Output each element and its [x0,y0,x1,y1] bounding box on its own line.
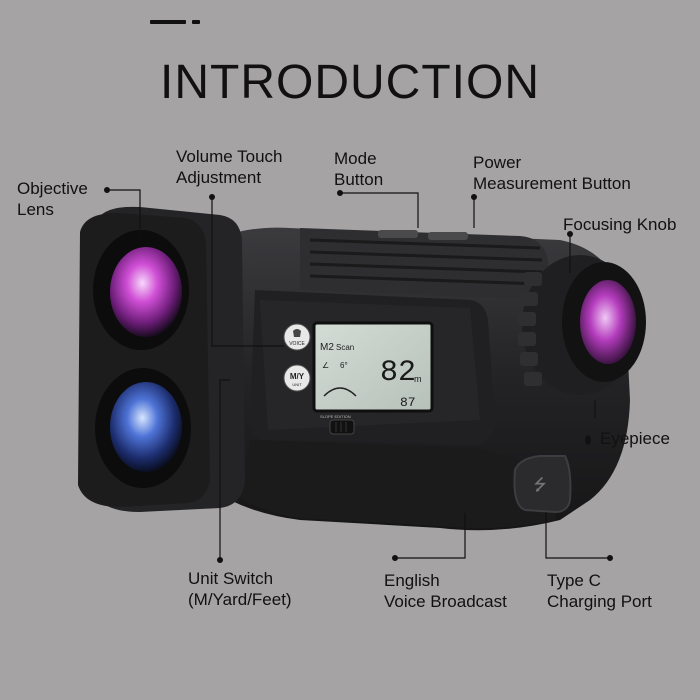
power-button-shape [428,232,468,240]
callout-dots [104,187,613,563]
unit-button[interactable] [283,364,311,392]
usb-port-cover: ⭍ [513,455,572,514]
label-type-c: Type C Charging Port [547,571,652,611]
usb-icon: ⭍ [533,475,546,494]
objective-lens-top [110,247,182,337]
mode-button-shape [378,230,418,238]
header-dash-short [192,20,200,24]
label-english-voice: English Voice Broadcast [384,571,507,611]
screen-scan: Scan [336,343,354,352]
unit-button-sub: UNIT [292,382,302,387]
slope-switch[interactable] [329,419,355,435]
header-dash-long [150,20,186,24]
screen-distance: 82 [380,356,416,390]
label-volume-touch: Volume Touch Adjustment [176,147,283,187]
voice-icon [293,329,301,337]
slope-graphic [323,387,357,397]
voice-button-label: VOICE [289,341,305,347]
label-power-button: Power Measurement Button [473,153,631,193]
label-eyepiece: Eyepiece [600,429,670,448]
screen-small-value: 87 [400,395,416,410]
label-focusing-knob: Focusing Knob [563,215,677,234]
eyepiece-lens [580,280,636,364]
speaker-hole [585,435,591,445]
screen-mode: M2 [320,342,334,353]
screen-angle: 6° [340,361,348,370]
label-mode-button: Mode Button [334,149,384,189]
label-objective-lens: Objective Lens [17,179,88,219]
unit-button-label: M/Y [290,372,305,381]
callout-lines [107,189,610,560]
objective-lens-bottom [110,382,182,472]
screen-unit: m [414,374,422,384]
angle-icon: ∠ [322,361,329,370]
label-unit-switch: Unit Switch (M/Yard/Feet) [188,569,292,609]
slope-label: SLOPE EDITION [320,414,351,419]
page-title: INTRODUCTION [160,56,540,109]
